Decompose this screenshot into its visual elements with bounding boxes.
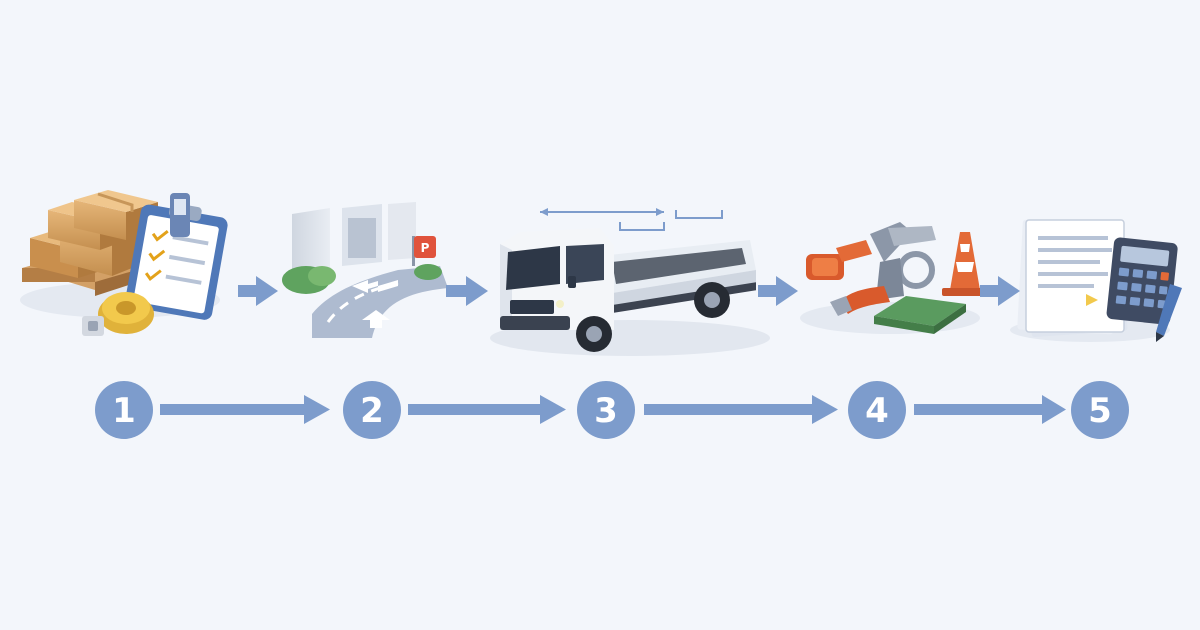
tie-down-equipment-icon [800, 222, 988, 334]
step-5: 5 [1071, 381, 1129, 439]
icon-arrow-2-3 [446, 276, 488, 306]
step-circle [343, 381, 401, 439]
step-connector-1-2 [160, 395, 330, 424]
step-circle [1071, 381, 1129, 439]
step-4: 4 [848, 381, 906, 439]
icon-arrow-3-4 [758, 276, 798, 306]
step-2: 2 [343, 381, 401, 439]
packages-checklist-icon [20, 190, 228, 336]
icon-arrow-1-2 [238, 276, 278, 306]
step-number: 3 [594, 391, 618, 431]
icon-arrow-4-5 [980, 276, 1020, 306]
loading-area-icon: P [282, 202, 448, 338]
step-circle [577, 381, 635, 439]
step-number: 2 [360, 391, 384, 431]
step-connector-2-3 [408, 395, 566, 424]
step-connector-3-4 [644, 395, 838, 424]
step-number: 1 [112, 391, 136, 431]
step-circle [848, 381, 906, 439]
step-circle [95, 381, 153, 439]
step-number: 4 [865, 391, 889, 431]
step-connector-4-5 [914, 395, 1066, 424]
documents-calculator-icon [1010, 219, 1182, 342]
parking-sign-text: P [421, 241, 430, 255]
step-3: 3 [577, 381, 635, 439]
step-number: 5 [1088, 391, 1112, 431]
flatbed-truck-icon [490, 208, 770, 356]
step-1: 1 [95, 381, 153, 439]
